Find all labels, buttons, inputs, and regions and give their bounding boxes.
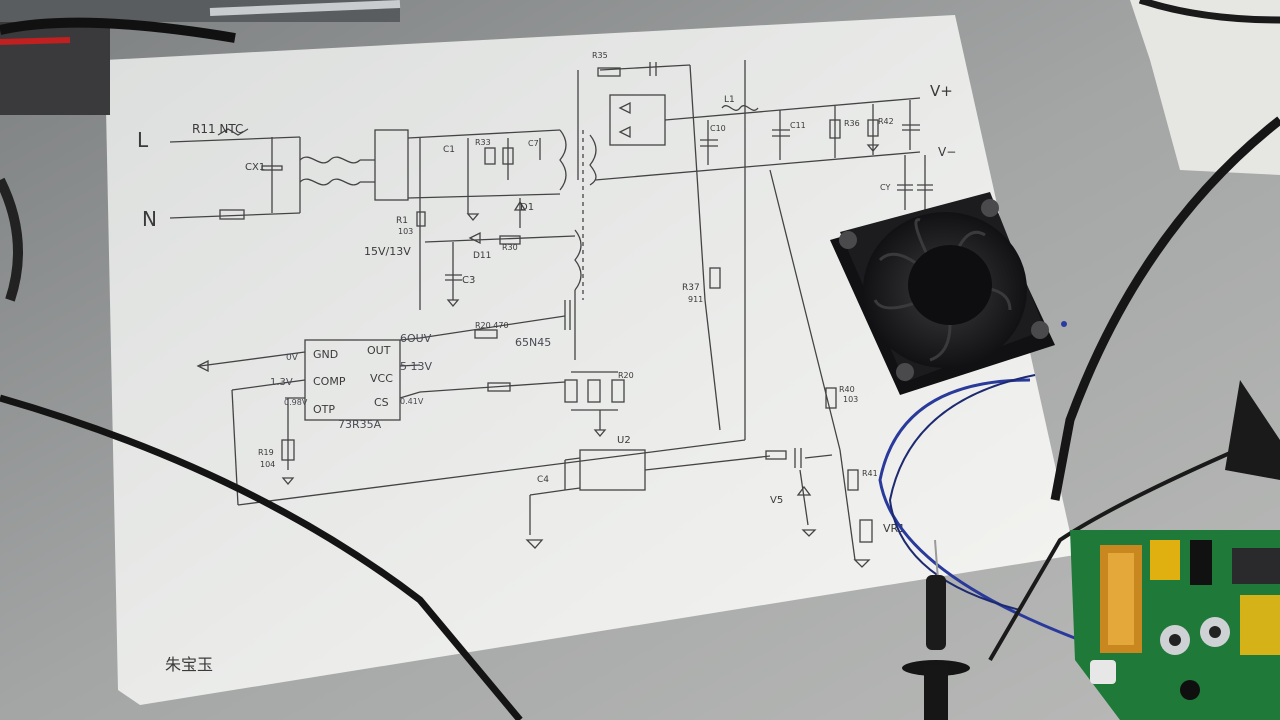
label-vplus: V+: [930, 82, 953, 100]
label-r20-note: R20 470: [475, 321, 509, 330]
pcb-component-black: [1190, 540, 1212, 585]
top-left-clutter: [0, 0, 401, 302]
label-c7: C7: [528, 139, 539, 148]
label-r19-value: 104: [260, 460, 275, 469]
cooling-fan: [830, 192, 1055, 395]
power-supply-pcb: [1070, 530, 1280, 720]
note-comp-voltage: 1.3V: [270, 377, 293, 388]
fan-hub: [908, 245, 992, 325]
label-u2: U2: [617, 435, 631, 446]
label-N: N: [142, 207, 157, 231]
fan-screw-hole: [896, 363, 914, 381]
label-c3: C3: [462, 275, 475, 286]
pen-mark: [1061, 321, 1067, 327]
note-cs-voltage: 0.41V: [400, 397, 424, 406]
label-r33: R33: [475, 138, 491, 147]
label-r30: R30: [502, 243, 518, 252]
label-l1: L1: [724, 95, 735, 105]
author-signature: 朱宝玉: [165, 655, 213, 674]
label-r19: R19: [258, 448, 274, 457]
label-c1: C1: [443, 145, 455, 155]
label-vminus: V−: [938, 145, 956, 159]
label-d11: D11: [473, 251, 491, 261]
label-r1-value: 103: [398, 227, 413, 236]
label-r41: R41: [862, 469, 878, 478]
fan-screw-hole: [1031, 321, 1049, 339]
label-L: L: [137, 128, 149, 152]
label-r11-ntc: R11 NTC: [192, 122, 243, 136]
note-vcc-voltage: 5 13V: [400, 360, 432, 373]
label-c4: C4: [537, 475, 549, 485]
label-d1: D1: [520, 202, 534, 213]
label-c11: C11: [790, 121, 806, 130]
label-r35: R35: [592, 51, 608, 60]
note-out-voltage: 6OUV: [400, 332, 432, 345]
label-r37-value: 911: [688, 295, 703, 304]
background-paper: [1130, 0, 1280, 175]
label-c10: C10: [710, 124, 726, 133]
label-r37: R37: [682, 283, 700, 293]
ic-pin-vcc: VCC: [370, 372, 393, 385]
label-r36: R36: [844, 119, 860, 128]
fan-screw-hole: [839, 231, 857, 249]
label-r20: R20: [618, 371, 634, 380]
note-gnd-voltage: 0V: [286, 353, 299, 363]
schematic-labels: L N R11 NTC CX1 C1 R33 C7 D1 R1 103 15V/…: [137, 51, 956, 674]
ic-pin-out: OUT: [367, 344, 391, 357]
label-15v-13v: 15V/13V: [364, 245, 411, 258]
ic-part-number: 73R35A: [338, 418, 382, 431]
ic-pin-comp: COMP: [313, 375, 346, 388]
oscilloscope-probe: [902, 380, 1280, 720]
label-r42: R42: [878, 117, 894, 126]
label-cy: CY: [880, 183, 890, 192]
label-cx1: CX1: [245, 162, 265, 173]
pcb-capacitor-yellow: [1150, 540, 1180, 580]
label-mosfet-note: 65N45: [515, 336, 551, 349]
schematic-paper: [105, 15, 1075, 705]
ic-pin-gnd: GND: [313, 348, 338, 361]
label-r40: R40: [839, 385, 855, 394]
ic-pin-otp: OTP: [313, 403, 335, 416]
schematic-lines: [169, 60, 933, 568]
label-v5: V5: [770, 495, 783, 506]
ic-pin-cs: CS: [374, 396, 389, 409]
label-r1: R1: [396, 216, 408, 226]
note-otp-voltage: 0.98V: [284, 398, 308, 407]
label-r40-value: 103: [843, 395, 858, 404]
fan-screw-hole: [981, 199, 999, 217]
